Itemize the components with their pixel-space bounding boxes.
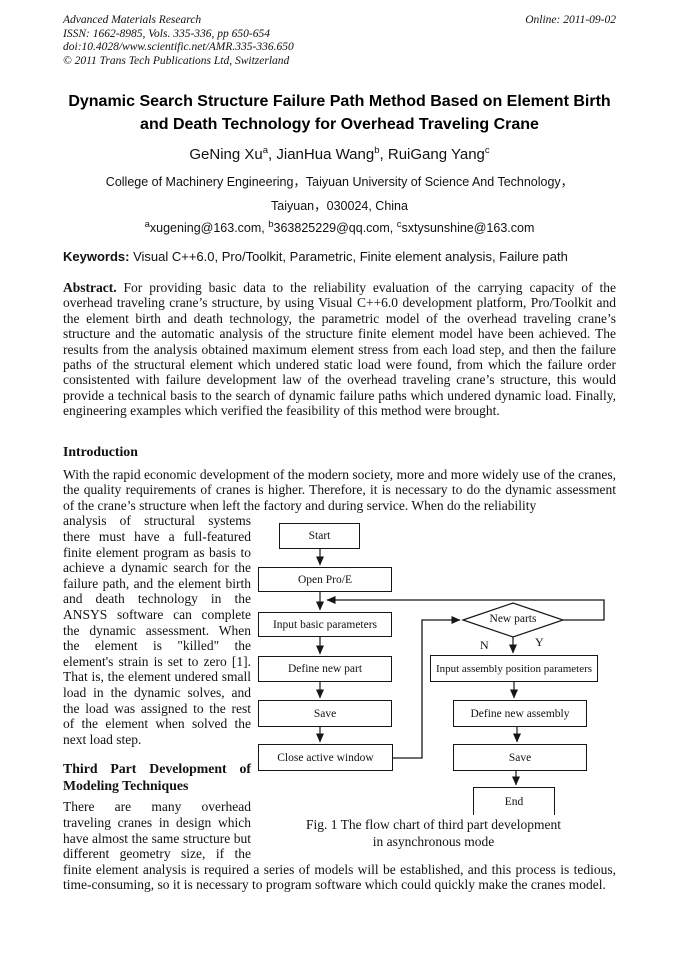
email-address: 363825229@qq.com: [273, 221, 390, 235]
journal-header: Advanced Materials Research ISSN: 1662-8…: [63, 14, 616, 68]
flow-decision-new-parts-label: New parts: [489, 613, 537, 626]
section-heading-third-part-development: Third Part Development of Modeling Techn…: [63, 761, 251, 793]
paper-title: Dynamic Search Structure Failure Path Me…: [63, 90, 616, 136]
abstract-text: For providing basic data to the reliabil…: [63, 280, 616, 419]
authors-line: GeNing Xua, JianHua Wangb, RuiGang Yangc: [63, 145, 616, 164]
abstract-paragraph: Abstract. For providing basic data to th…: [63, 280, 616, 419]
section-heading-introduction: Introduction: [63, 443, 138, 459]
flow-node-input-basic-parameters: Input basic parameters: [258, 612, 392, 638]
email-address: xugening@163.com: [149, 221, 262, 235]
online-date: Online: 2011-09-02: [525, 14, 616, 26]
figure-1-flowchart: Start Open Pro/E Input basic parameters …: [251, 515, 616, 853]
flow-branch-label-y: Y: [535, 635, 544, 650]
flow-branch-label-n: N: [480, 638, 489, 653]
journal-copyright: © 2011 Trans Tech Publications Ltd, Swit…: [63, 54, 290, 67]
arrow-decision-loopback: [326, 596, 605, 622]
journal-doi: doi:10.4028/www.scientific.net/AMR.335-3…: [63, 41, 294, 53]
flow-node-start: Start: [279, 523, 360, 550]
email-affiliation-mark: c: [396, 218, 402, 230]
flow-node-define-new-assembly: Define new assembly: [453, 700, 587, 728]
author-separator: ,: [268, 146, 277, 163]
introduction-section: With the rapid economic development of t…: [63, 467, 616, 893]
arrow-closewindow-to-decision: [393, 616, 461, 760]
flow-node-input-assembly-position-parameters: Input assembly position parameters: [430, 655, 598, 683]
affiliation-city-line: Taiyuan，030024, China: [271, 199, 408, 213]
author-affiliation-mark: a: [262, 145, 269, 156]
email-affiliation-mark: a: [144, 218, 150, 230]
journal-header-left: Advanced Materials Research ISSN: 1662-8…: [63, 14, 294, 68]
abstract-label: Abstract.: [63, 280, 117, 295]
emails-line: axugening@163.com, b363825229@qq.com, cs…: [63, 218, 616, 236]
flow-node-save-part: Save: [258, 700, 392, 728]
email-separator: ,: [389, 221, 397, 235]
author-name: JianHua Wang: [276, 146, 375, 163]
affiliation-line: College of Machinery Engineering，Taiyuan…: [105, 175, 574, 189]
paper-title-line2: and Death Technology for Overhead Travel…: [140, 116, 539, 133]
flow-node-close-active-window: Close active window: [258, 744, 393, 772]
keywords-text: Visual C++6.0, Pro/Toolkit, Parametric, …: [129, 249, 568, 264]
figure-1-caption-line1: Fig. 1 The flow chart of third part deve…: [305, 817, 562, 833]
introduction-paragraph-fullwidth: With the rapid economic development of t…: [63, 466, 616, 513]
third-part-paragraph: There are many overhead traveling cranes…: [63, 799, 616, 893]
author-affiliation-mark: b: [374, 145, 380, 156]
flow-node-end: End: [473, 787, 555, 816]
figure-1-caption: Fig. 1 The flow chart of third part deve…: [251, 816, 616, 850]
flow-node-open-proe: Open Pro/E: [258, 567, 392, 593]
figure-1-caption-line2: in asynchronous mode: [372, 834, 495, 850]
author-name: GeNing Xu: [189, 146, 263, 163]
email-separator: ,: [261, 221, 269, 235]
email-affiliation-mark: b: [268, 218, 274, 230]
keywords-line: Keywords: Visual C++6.0, Pro/Toolkit, Pa…: [63, 249, 616, 265]
keywords-label: Keywords:: [63, 249, 130, 264]
journal-issn: ISSN: 1662-8985, Vols. 335-336, pp 650-6…: [63, 27, 270, 40]
email-address: sxtysunshine@163.com: [401, 221, 535, 235]
introduction-paragraph-wrapped: analysis of structural systems there mus…: [63, 513, 251, 747]
flowchart-connectors: [316, 549, 605, 786]
author-affiliation-mark: c: [484, 145, 490, 156]
author-name: RuiGang Yang: [387, 146, 485, 163]
journal-name: Advanced Materials Research: [63, 14, 202, 26]
flow-node-save-assembly: Save: [453, 744, 587, 772]
author-separator: ,: [379, 146, 388, 163]
paper-title-line1: Dynamic Search Structure Failure Path Me…: [68, 93, 611, 110]
flow-node-define-new-part: Define new part: [258, 656, 392, 683]
